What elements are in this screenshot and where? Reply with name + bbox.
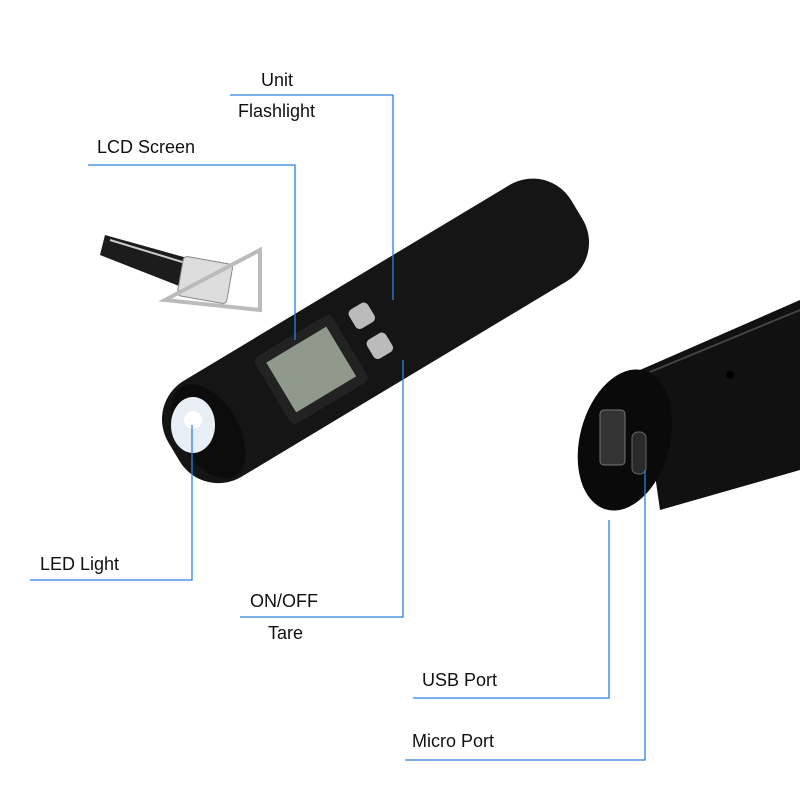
micro-port (631, 431, 647, 475)
label-tare: Tare (268, 623, 304, 643)
label-flashlight: Flashlight (238, 101, 316, 121)
scale-body (161, 178, 590, 484)
unit-button (348, 302, 376, 330)
scale-end-view (577, 300, 800, 511)
label-unit: Unit (261, 70, 294, 90)
label-on-off: ON/OFF (250, 591, 318, 611)
label-led-light: LED Light (40, 554, 120, 574)
tare-button (366, 332, 394, 360)
label-micro-port: Micro Port (412, 731, 495, 751)
strap (100, 235, 262, 313)
lcd-screen (266, 326, 357, 413)
label-lcd-screen: LCD Screen (97, 137, 196, 157)
label-usb-port: USB Port (422, 670, 498, 690)
leader-lines (30, 94, 646, 761)
usb-port (599, 409, 626, 466)
